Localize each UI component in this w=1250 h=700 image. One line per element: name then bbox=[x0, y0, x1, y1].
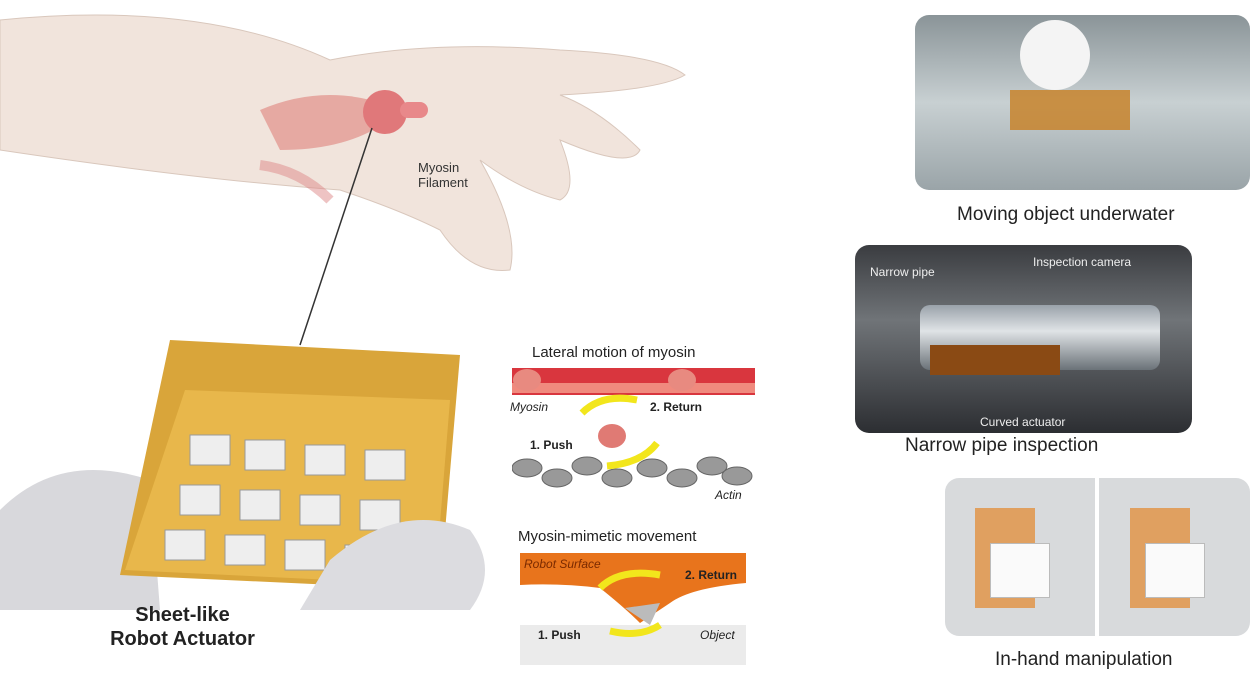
mimetic-diagram bbox=[520, 553, 746, 665]
narrow-pipe-label: Narrow pipe bbox=[870, 265, 935, 279]
actin-label: Actin bbox=[715, 488, 742, 502]
hand-illustration bbox=[0, 14, 686, 271]
lateral-diagram bbox=[512, 368, 755, 488]
pipe-caption: Narrow pipe inspection bbox=[905, 435, 1099, 456]
underwater-caption: Moving object underwater bbox=[957, 204, 1175, 225]
inhand-caption: In-hand manipulation bbox=[995, 649, 1173, 670]
lateral-return-label: 2. Return bbox=[650, 400, 703, 414]
inhand-photo bbox=[945, 478, 1250, 636]
myosin-label: Myosin bbox=[510, 400, 549, 414]
sheet-actuator-image bbox=[0, 340, 485, 610]
mimetic-return-label: 2. Return bbox=[685, 568, 738, 582]
curved-actuator-label: Curved actuator bbox=[980, 415, 1066, 429]
connector-line bbox=[299, 127, 373, 346]
inspection-camera-label: Inspection camera bbox=[1033, 255, 1132, 269]
object-label: Object bbox=[700, 628, 735, 642]
robot-surface-label: Robot Surface bbox=[524, 557, 601, 571]
mimetic-push-label: 1. Push bbox=[538, 628, 581, 642]
pipe-photo: Narrow pipe Inspection camera Curved act… bbox=[855, 245, 1192, 433]
lateral-push-label: 1. Push bbox=[530, 438, 573, 452]
lateral-title: Lateral motion of myosin bbox=[532, 344, 696, 361]
underwater-photo bbox=[915, 15, 1250, 190]
mimetic-title: Myosin-mimetic movement bbox=[518, 528, 697, 545]
